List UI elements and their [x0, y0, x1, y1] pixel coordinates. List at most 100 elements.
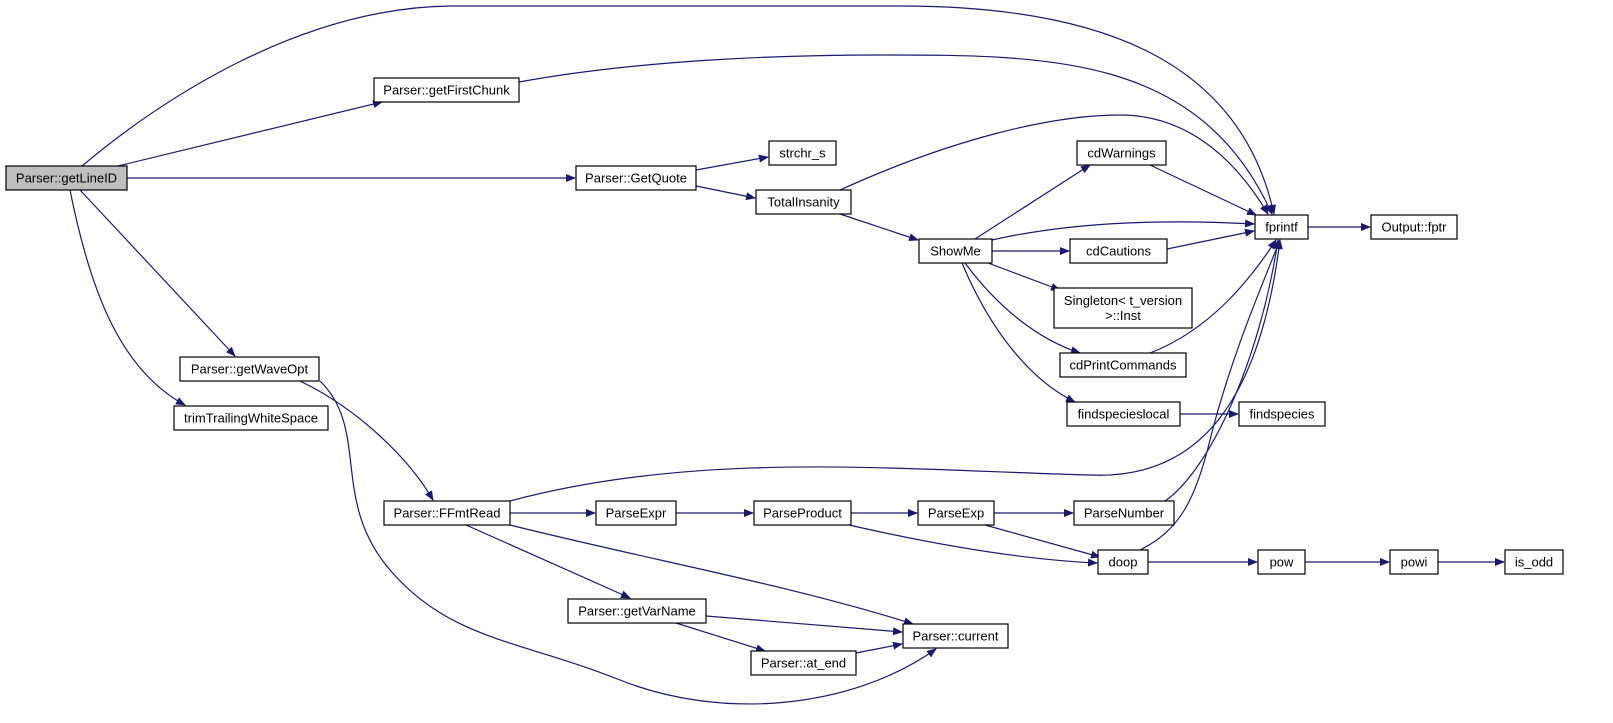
- node-label: cdWarnings: [1087, 146, 1156, 161]
- node-box[interactable]: [755, 189, 852, 215]
- node-ParseExpr[interactable]: ParseExpr: [595, 500, 677, 526]
- node-label: >::Inst: [1105, 308, 1141, 323]
- node-getWaveOpt[interactable]: Parser::getWaveOpt: [179, 356, 320, 382]
- edge-getLineID-to-getFirstChunk: [117, 100, 383, 167]
- node-getVarName[interactable]: Parser::getVarName: [567, 598, 707, 624]
- node-current[interactable]: Parser::current: [902, 623, 1009, 649]
- node-box[interactable]: [1389, 549, 1439, 575]
- node-fprintf[interactable]: fprintf: [1254, 214, 1309, 240]
- node-box[interactable]: [575, 165, 697, 191]
- node-box[interactable]: [1254, 214, 1309, 240]
- node-label: strchr_s: [779, 146, 826, 161]
- edge-ShowMe-to-findspecieslocal: [961, 262, 1076, 403]
- node-trimTrailingWhiteSpace[interactable]: trimTrailingWhiteSpace: [173, 405, 329, 431]
- node-ShowMe[interactable]: ShowMe: [918, 238, 993, 264]
- node-ParseExp[interactable]: ParseExp: [917, 500, 995, 526]
- node-doop[interactable]: doop: [1097, 549, 1149, 575]
- edge-ParseNumber-to-fprintf: [1164, 239, 1281, 502]
- edge-FFmtRead-to-fprintf: [509, 239, 1283, 502]
- node-OutputFptr[interactable]: Output::fptr: [1370, 214, 1458, 240]
- edge-GetQuote-to-strchr_s: [695, 154, 769, 171]
- edge-getLineID-to-fprintf: [81, 5, 1276, 215]
- node-label: trimTrailingWhiteSpace: [184, 411, 318, 426]
- node-at_end[interactable]: Parser::at_end: [750, 650, 857, 676]
- node-pow[interactable]: pow: [1257, 549, 1306, 575]
- edge-GetQuote-to-TotalInsanity: [695, 185, 756, 201]
- edge-getLineID-to-trimTrailingWhiteSpace: [69, 189, 186, 406]
- node-strchr_s[interactable]: strchr_s: [768, 140, 837, 166]
- node-label: doop: [1109, 555, 1138, 570]
- node-ParseProduct[interactable]: ParseProduct: [753, 500, 852, 526]
- nodes-layer: Parser::getLineID Parser::getFirstChunkPa…: [5, 77, 1564, 676]
- node-GetQuote[interactable]: Parser::GetQuote: [575, 165, 697, 191]
- node-box[interactable]: [179, 356, 320, 382]
- node-label: TotalInsanity: [767, 195, 840, 210]
- node-label: findspecieslocal: [1078, 407, 1170, 422]
- node-box[interactable]: [567, 598, 707, 624]
- node-box[interactable]: [5, 165, 128, 191]
- node-label: Parser::FFmtRead: [394, 506, 501, 521]
- node-cdCautions[interactable]: cdCautions: [1069, 238, 1168, 264]
- node-label: Output::fptr: [1381, 220, 1447, 235]
- node-label: Parser::at_end: [761, 656, 846, 671]
- node-box[interactable]: [918, 238, 993, 264]
- node-label: is_odd: [1515, 555, 1553, 570]
- node-label: ShowMe: [930, 244, 981, 259]
- edge-at_end-to-current: [855, 641, 903, 654]
- node-is_odd[interactable]: is_odd: [1504, 549, 1564, 575]
- node-box[interactable]: [1066, 401, 1181, 427]
- node-findspecies[interactable]: findspecies: [1238, 401, 1326, 427]
- node-TotalInsanity[interactable]: TotalInsanity: [755, 189, 852, 215]
- node-ParseNumber[interactable]: ParseNumber: [1073, 500, 1175, 526]
- edge-ParseExp-to-doop: [984, 524, 1101, 559]
- node-box[interactable]: [383, 500, 511, 526]
- node-box[interactable]: [373, 77, 520, 103]
- edge-ShowMe-to-fprintf: [991, 219, 1255, 241]
- node-box[interactable]: [768, 140, 837, 166]
- edge-getFirstChunk-to-fprintf: [518, 54, 1273, 215]
- node-box[interactable]: [1069, 238, 1168, 264]
- node-box[interactable]: [753, 500, 852, 526]
- edge-TotalInsanity-to-ShowMe: [839, 213, 919, 241]
- node-box[interactable]: [1370, 214, 1458, 240]
- edge-ShowMe-to-cdWarnings: [974, 164, 1091, 240]
- node-box[interactable]: [595, 500, 677, 526]
- node-box[interactable]: [902, 623, 1009, 649]
- edge-cdCautions-to-fprintf: [1166, 228, 1255, 250]
- edge-cdWarnings-to-fprintf: [1149, 164, 1257, 216]
- node-label: Parser::getWaveOpt: [191, 362, 309, 377]
- node-getLineID[interactable]: Parser::getLineID: [5, 165, 128, 191]
- node-label: Singleton< t_version: [1064, 293, 1182, 308]
- node-label: cdCautions: [1086, 244, 1152, 259]
- node-box[interactable]: [1097, 549, 1149, 575]
- node-label: ParseProduct: [763, 506, 842, 521]
- node-label: Parser::GetQuote: [585, 171, 687, 186]
- edge-getLineID-to-getWaveOpt: [79, 189, 236, 357]
- node-label: findspecies: [1249, 407, 1315, 422]
- node-box[interactable]: [173, 405, 329, 431]
- node-getFirstChunk[interactable]: Parser::getFirstChunk: [373, 77, 520, 103]
- node-cdWarnings[interactable]: cdWarnings: [1076, 140, 1167, 166]
- node-FFmtRead[interactable]: Parser::FFmtRead: [383, 500, 511, 526]
- node-label: Parser::getFirstChunk: [383, 83, 510, 98]
- node-label: powi: [1401, 555, 1428, 570]
- node-box[interactable]: [750, 650, 857, 676]
- node-findspecieslocal[interactable]: findspecieslocal: [1066, 401, 1181, 427]
- node-box[interactable]: [1053, 287, 1193, 329]
- edge-getVarName-to-current: [705, 615, 903, 636]
- node-box[interactable]: [1073, 500, 1175, 526]
- node-box[interactable]: [1504, 549, 1564, 575]
- edge-getWaveOpt-to-FFmtRead: [299, 380, 434, 501]
- node-box[interactable]: [917, 500, 995, 526]
- node-box[interactable]: [1238, 401, 1326, 427]
- node-label: cdPrintCommands: [1070, 358, 1177, 373]
- node-box[interactable]: [1059, 352, 1187, 378]
- node-label: fprintf: [1265, 220, 1298, 235]
- node-box[interactable]: [1257, 549, 1306, 575]
- node-label: ParseExpr: [606, 506, 667, 521]
- node-label: Parser::getVarName: [578, 604, 696, 619]
- node-cdPrintCommands[interactable]: cdPrintCommands: [1059, 352, 1187, 378]
- node-SingletonInst[interactable]: Singleton< t_version>::Inst: [1053, 287, 1193, 329]
- node-box[interactable]: [1076, 140, 1167, 166]
- node-powi[interactable]: powi: [1389, 549, 1439, 575]
